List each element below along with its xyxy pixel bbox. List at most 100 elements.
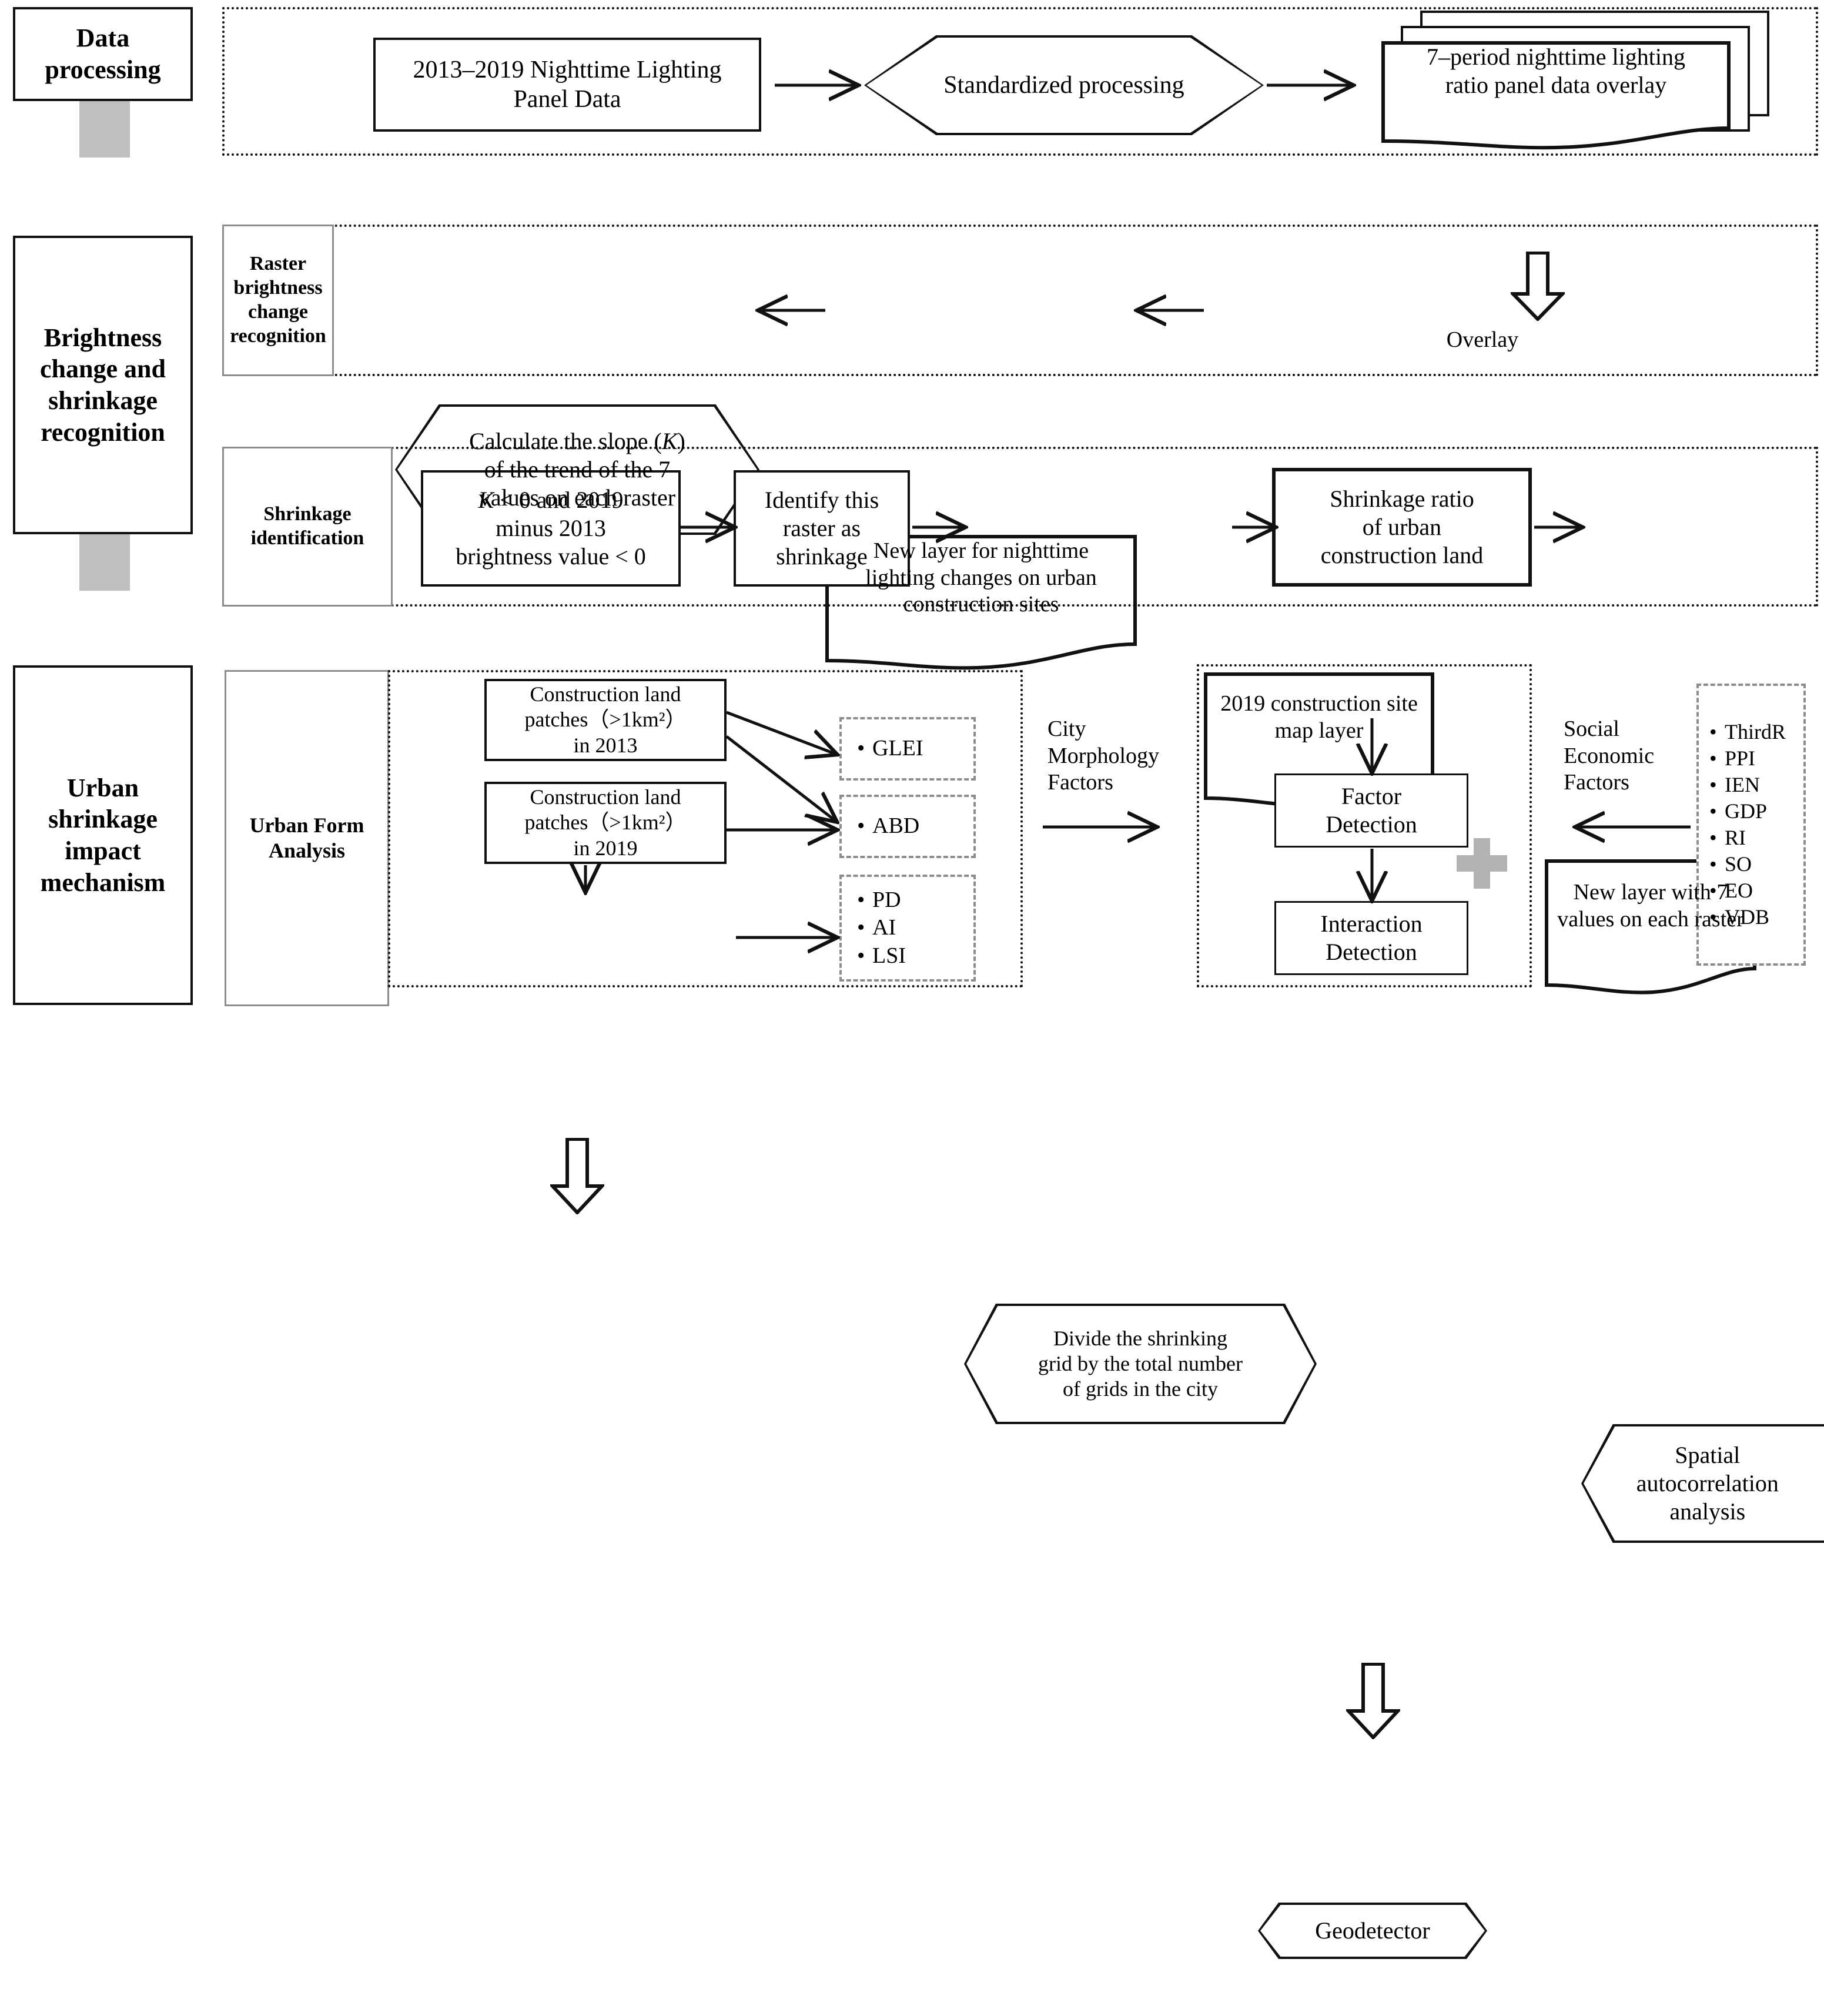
factor-label: IEN	[1725, 773, 1760, 796]
metrics-box-landscape-indices: • PD • AI • LSI	[839, 875, 976, 982]
metric-label: LSI	[872, 943, 906, 968]
stage-label-text: Urban shrinkage impact mechanism	[40, 773, 166, 897]
metric-label: GLEI	[872, 736, 923, 761]
node-standardized-processing: Standardized processing	[864, 35, 1264, 135]
node-text: Standardized processing	[943, 71, 1184, 99]
node-geodetector: Geodetector	[1258, 1903, 1487, 1959]
node-text: Interaction Detection	[1320, 910, 1423, 965]
bullet-icon: •	[857, 915, 865, 940]
row-label-text: Urban Form Analysis	[249, 813, 364, 862]
node-construction-patches-2019: Construction land patches（>1km²） in 2019	[484, 782, 727, 864]
list-item: • GDP	[1709, 798, 1803, 825]
metric-label: ABD	[872, 813, 920, 839]
node-text: Identify this raster as shrinkage	[764, 487, 879, 570]
list-item: •SO	[1709, 851, 1803, 878]
bullet-icon: •	[1709, 905, 1717, 929]
stage-connector-arrow-2	[79, 534, 130, 591]
node-text: Divide the shrinking grid by the total n…	[1038, 1326, 1243, 1401]
stage-connector-arrow-1	[79, 101, 130, 158]
node-nighttime-panel-data: 2013–2019 Nighttime Lighting Panel Data	[373, 38, 761, 132]
node-text: New layer with 7 values on each raster	[1557, 880, 1744, 932]
section-geodetector	[1197, 664, 1532, 987]
bullet-icon: •	[1709, 720, 1717, 744]
bullet-icon: •	[857, 813, 865, 839]
factor-label: ThirdR	[1725, 720, 1786, 744]
node-construction-patches-2013: Construction land patches（>1km²） in 2013	[484, 679, 727, 761]
node-text: Construction land patches（>1km²） in 2013	[524, 682, 687, 757]
node-new-layer-7-values: New layer with 7 values on each raster	[1545, 859, 1756, 996]
node-text: Geodetector	[1315, 1917, 1430, 1944]
bullet-icon: •	[1709, 773, 1717, 796]
node-text: Factor Detection	[1326, 783, 1417, 838]
list-item: • PD	[857, 886, 973, 915]
node-7period-overlay-stack: 7–period nighttime lighting ratio panel …	[1381, 11, 1769, 152]
node-text: 2019 construction site map layer	[1220, 691, 1418, 743]
row-label-urban-form-analysis: Urban Form Analysis	[225, 670, 389, 1006]
list-item: • EO	[1709, 878, 1803, 904]
stage-label-brightness-change: Brightness change and shrinkage recognit…	[13, 236, 193, 534]
stack-sheet-front: 7–period nighttime lighting ratio panel …	[1381, 41, 1731, 150]
list-item: • IEN	[1709, 772, 1803, 798]
factor-label: GDP	[1725, 799, 1768, 823]
flow-arrow-ratio-down	[1346, 1663, 1400, 1739]
stage-label-text: Data processing	[45, 24, 161, 84]
factor-label: RI	[1725, 826, 1746, 849]
node-text: 2013–2019 Nighttime Lighting Panel Data	[413, 56, 722, 113]
overlay-plus-icon	[1457, 838, 1507, 889]
row-label-text: Raster brightness change recognition	[230, 253, 326, 347]
list-item: • VDB	[1709, 904, 1803, 930]
metric-label: AI	[872, 915, 896, 940]
list-item: • PPI	[1709, 745, 1803, 772]
bullet-icon: •	[1709, 852, 1717, 876]
node-text: Construction land patches（>1km²） in 2019	[524, 785, 687, 860]
factor-label: VDB	[1725, 905, 1770, 929]
social-economic-factors-box: • ThirdR • PPI • IEN • GDP • RI •SO • EO • VDB	[1696, 684, 1806, 966]
list-item: • RI	[1709, 825, 1803, 851]
factor-label: EO	[1725, 879, 1753, 902]
bullet-icon: •	[857, 736, 865, 761]
bullet-icon: •	[1709, 746, 1717, 770]
node-text: Spatial autocorrelation analysis	[1636, 1442, 1779, 1525]
stage-label-text: Brightness change and shrinkage recognit…	[40, 323, 166, 447]
list-item: • ABD	[857, 812, 973, 840]
node-new-layer-lighting-changes: New layer for nighttime lighting changes…	[825, 535, 1137, 671]
bullet-icon: •	[1709, 879, 1717, 902]
metrics-box-glei: • GLEI	[839, 717, 976, 781]
node-text-inner: Calculate the slope (K)of the trend of t…	[469, 428, 685, 511]
factor-label: PPI	[1725, 746, 1756, 770]
node-2019-construction-site-map-layer: 2019 construction site map layer	[1204, 672, 1434, 809]
section-data-processing	[222, 7, 1818, 156]
bullet-icon: •	[1709, 799, 1717, 823]
row-label-shrinkage-identification: Shrinkage identification	[222, 447, 393, 607]
metrics-box-abd: • ABD	[839, 795, 976, 858]
row-label-text: Shrinkage identification	[250, 503, 364, 549]
node-text: New layer for nighttime lighting changes…	[865, 538, 1097, 617]
node-text: 7–period nighttime lighting ratio panel …	[1427, 43, 1685, 99]
bullet-icon: •	[1709, 826, 1717, 849]
node-calculate-slope: Calculate the slope (K)of the trend of t…	[395, 404, 759, 535]
flow-arrow-slope-down	[550, 1138, 604, 1214]
list-item: • LSI	[857, 942, 973, 970]
flowchart-canvas: Data processing Brightness change and sh…	[13, 7, 1824, 1959]
section-urban-form-analysis	[388, 670, 1023, 987]
node-spatial-autocorrelation-analysis: Spatial autocorrelation analysis	[1581, 1424, 1824, 1543]
list-item: • AI	[857, 914, 973, 942]
metric-label: PD	[872, 887, 901, 912]
node-text: Shrinkage ratio of urban construction la…	[1320, 485, 1484, 568]
city-morphology-factors-label: City Morphology Factors	[1047, 716, 1159, 795]
social-economic-factors-label: Social Economic Factors	[1564, 716, 1655, 795]
stage-label-data-processing: Data processing	[13, 7, 193, 101]
bullet-icon: •	[857, 887, 865, 912]
node-shrinkage-ratio-urban-construction-land: Shrinkage ratio of urban construction la…	[1272, 468, 1532, 587]
node-identify-raster-shrinkage: Identify this raster as shrinkage	[734, 470, 910, 587]
node-interaction-detection: Interaction Detection	[1274, 901, 1468, 975]
node-divide-shrinking-grid: Divide the shrinking grid by the total n…	[964, 1304, 1317, 1424]
row-label-raster-brightness: Raster brightness change recognition	[222, 225, 334, 376]
overlay-label: Overlay	[1446, 327, 1519, 352]
section-raster-brightness	[222, 225, 1818, 376]
bullet-icon: •	[857, 943, 865, 968]
list-item: • ThirdR	[1709, 719, 1803, 745]
flow-arrow-overlay-down	[1511, 252, 1565, 321]
